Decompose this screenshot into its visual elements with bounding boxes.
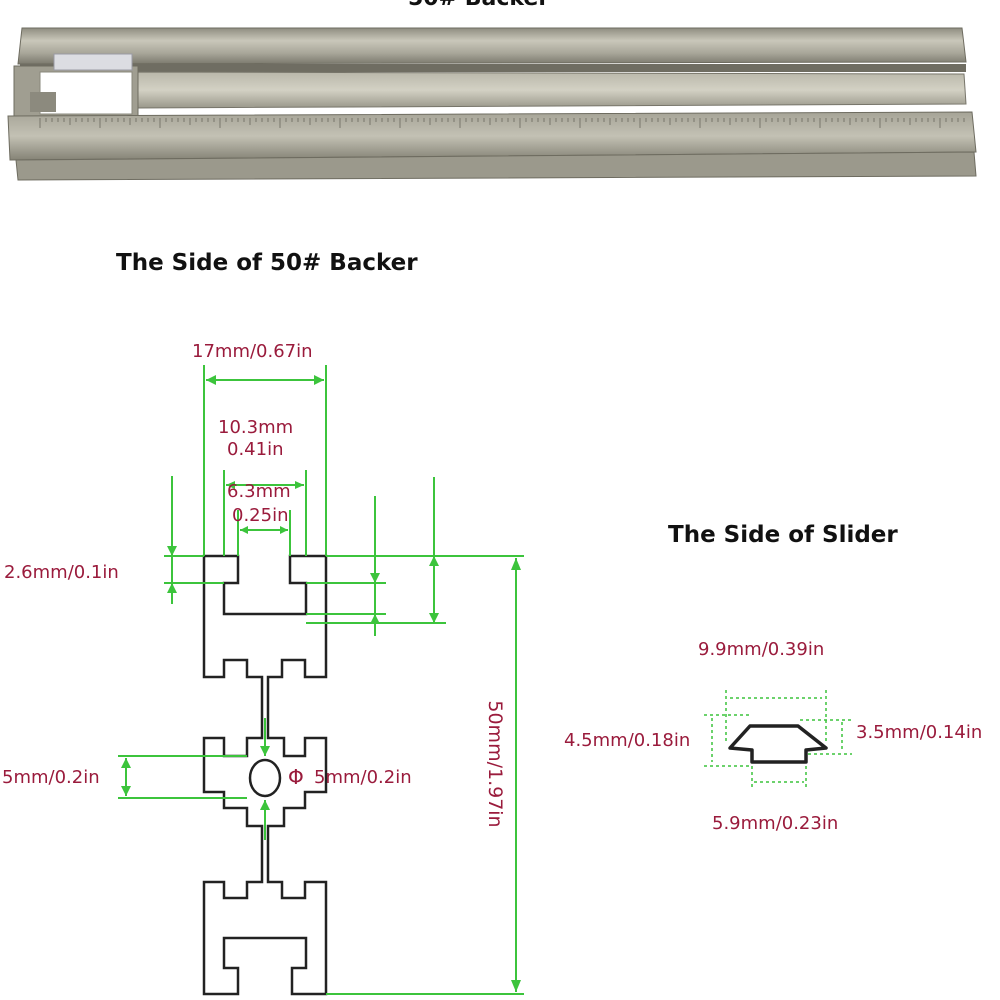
width-outer-label: 17mm/0.67in	[192, 341, 313, 362]
slider-profile	[728, 724, 828, 764]
slider-total-height-label: 4.5mm/0.18in	[564, 730, 691, 751]
slider-side-height-label: 3.5mm/0.14in	[856, 722, 983, 743]
height-label: 50mm/1.97in	[484, 700, 506, 828]
slider-dimension-lines	[704, 690, 852, 790]
backer-rail-photo	[7, 27, 977, 181]
slot-opening-mm-label: 6.3mm	[227, 481, 291, 502]
web-thickness-label: 5mm/0.2in	[2, 767, 100, 788]
slot-width-mm-label: 10.3mm	[218, 417, 294, 438]
slider-bottom-width-label: 5.9mm/0.23in	[712, 813, 839, 834]
top-title: 50# Backer	[408, 0, 549, 11]
slider-top-width-label: 9.9mm/0.39in	[698, 639, 825, 660]
slider-side-title: The Side of Slider	[668, 522, 898, 548]
center-hole	[248, 758, 282, 798]
ruler-ticks	[39, 118, 965, 128]
backer-side-title: The Side of 50# Backer	[116, 250, 418, 276]
hole-diameter-label: 5mm/0.2in	[314, 767, 412, 788]
backer-arrowheads	[121, 375, 521, 992]
backer-profile	[202, 554, 328, 996]
hole-symbol: Φ	[288, 765, 304, 789]
lip-thickness-label: 2.6mm/0.1in	[4, 562, 119, 583]
slot-width-in-label: 0.41in	[227, 439, 284, 460]
slot-opening-in-label: 0.25in	[232, 505, 289, 526]
backer-dimension-lines	[118, 365, 524, 995]
